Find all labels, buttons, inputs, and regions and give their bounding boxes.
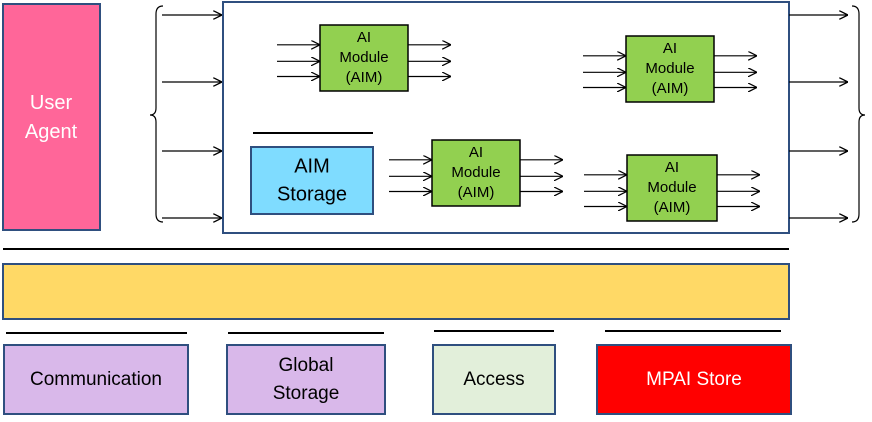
mpai-store-box: MPAI Store xyxy=(596,344,792,415)
ai-module-label: AI Module (AIM) xyxy=(451,144,500,201)
ai-module-rect xyxy=(431,139,521,207)
ai-module-label: AI Module (AIM) xyxy=(339,29,388,86)
label-line: Access xyxy=(463,369,524,390)
ai-module-label: AI Module (AIM) xyxy=(645,40,694,97)
label-line: Agent xyxy=(25,121,78,143)
ai-module-rect xyxy=(626,154,718,222)
bottom-rules xyxy=(6,330,781,334)
label-line: Communication xyxy=(30,369,162,390)
label-line: User xyxy=(30,92,73,114)
ai-module-rect xyxy=(319,24,409,92)
ai-module-2: AI Module (AIM) xyxy=(583,35,757,103)
controller-box xyxy=(2,263,790,320)
label-line: (AIM) xyxy=(654,199,691,216)
access-box: Access xyxy=(432,344,556,415)
label-line: AI xyxy=(469,144,483,161)
workflow-input-arrows xyxy=(162,15,222,218)
ai-module-1: AI Module (AIM) xyxy=(277,24,451,92)
label-line: AI xyxy=(357,29,371,46)
label-line: Module xyxy=(339,49,388,66)
ai-module-3: AI Module (AIM) xyxy=(389,139,563,207)
label-line: AI xyxy=(665,159,679,176)
aim-storage-box: AIM Storage xyxy=(250,146,374,215)
label-line: Global xyxy=(279,355,334,376)
access-label: Access xyxy=(463,369,524,390)
mpai-store-label: MPAI Store xyxy=(646,369,742,390)
label-line: Storage xyxy=(277,183,347,205)
communication-box: Communication xyxy=(3,344,189,415)
label-line: MPAI Store xyxy=(646,369,742,390)
label-line: (AIM) xyxy=(346,69,383,86)
left-brace xyxy=(149,5,164,223)
label-line: Storage xyxy=(273,383,340,404)
aim-storage-label: AIM Storage xyxy=(277,155,347,205)
workflow-output-arrows xyxy=(789,15,848,218)
ai-module-rect xyxy=(625,35,715,103)
label-line: Module xyxy=(647,179,696,196)
label-line: Module xyxy=(645,60,694,77)
communication-label: Communication xyxy=(30,369,162,390)
label-line: (AIM) xyxy=(652,80,689,97)
ai-module-4: AI Module (AIM) xyxy=(584,154,760,222)
label-line: AI xyxy=(663,40,677,57)
right-brace xyxy=(851,5,866,223)
label-line: (AIM) xyxy=(458,184,495,201)
label-line: Module xyxy=(451,164,500,181)
label-line: AIM xyxy=(294,155,330,177)
ai-module-label: AI Module (AIM) xyxy=(647,159,696,216)
